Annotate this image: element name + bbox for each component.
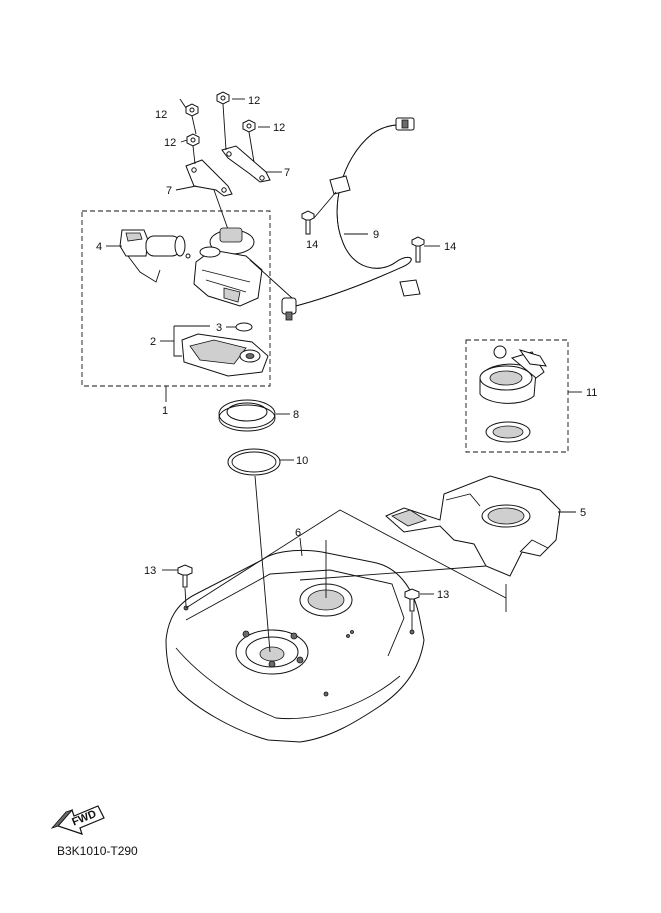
callout-13-left: 13	[144, 565, 156, 577]
gasket-8	[218, 399, 276, 432]
fwd-arrow-icon: FWD	[50, 805, 105, 835]
nut-12-d	[186, 133, 200, 147]
callout-3: 3	[216, 322, 222, 334]
callout-2: 2	[150, 336, 156, 348]
fuel-pump-module	[193, 227, 263, 307]
fuel-pump-group-box	[81, 210, 271, 387]
callout-1: 1	[162, 405, 168, 417]
callout-4: 4	[96, 241, 102, 253]
fuel-filter	[181, 333, 269, 377]
diagram-code: B3K1010-T290	[57, 844, 138, 858]
callout-6: 6	[295, 527, 301, 539]
callout-12-d: 12	[164, 137, 176, 149]
callout-8: 8	[293, 409, 299, 421]
filler-neck-bracket	[385, 475, 561, 577]
callout-7-left: 7	[166, 185, 172, 197]
callout-7-right: 7	[284, 167, 290, 179]
callout-13-right: 13	[437, 589, 449, 601]
bracket-7-left	[185, 159, 233, 197]
fuel-tank	[165, 549, 425, 743]
callout-12-c: 12	[273, 122, 285, 134]
callout-11: 11	[586, 387, 597, 399]
callout-5: 5	[580, 507, 586, 519]
nut-12-c	[242, 119, 256, 133]
fuel-level-sender	[119, 229, 191, 283]
bolt-13-left	[177, 564, 193, 588]
nut-12-b	[216, 91, 230, 105]
o-ring-3	[235, 322, 253, 332]
callout-14-b: 14	[444, 241, 456, 253]
sub-harness-9	[249, 117, 421, 321]
bracket-7-right	[221, 145, 271, 183]
filler-cap	[479, 345, 547, 443]
bolt-13-right	[404, 588, 420, 612]
callout-12-b: 12	[248, 95, 260, 107]
callout-9: 9	[373, 229, 379, 241]
o-ring-10	[227, 448, 281, 476]
callout-10: 10	[296, 455, 308, 467]
filler-cap-group-box	[465, 339, 569, 453]
bolt-14-b	[411, 236, 425, 263]
callout-14-a: 14	[306, 239, 318, 251]
nut-12-a	[185, 103, 199, 117]
callout-12-a: 12	[155, 109, 167, 121]
bolt-14-a	[301, 210, 315, 235]
